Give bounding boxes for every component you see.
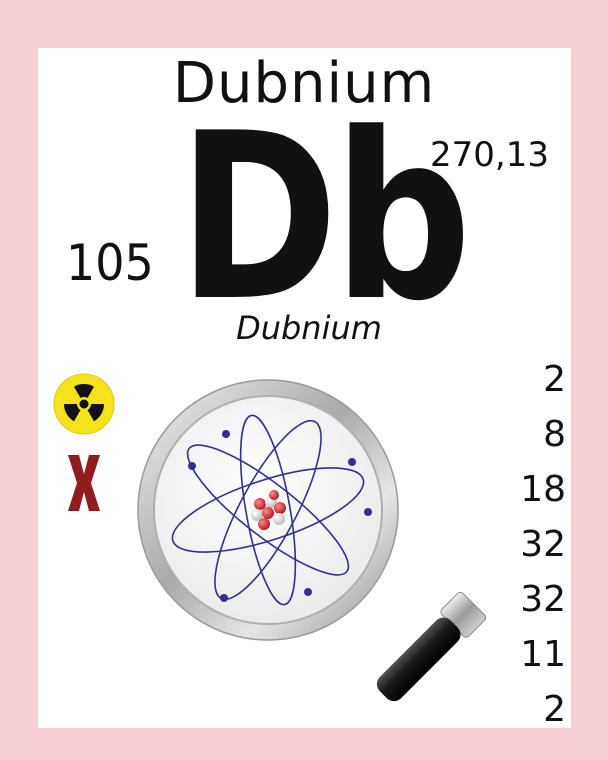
- radioactive-icon: [53, 373, 115, 435]
- shell-count: 2: [543, 689, 566, 730]
- electron-shells: 2 8 18 32 32 11 2: [486, 360, 566, 745]
- shell-count: 2: [543, 359, 566, 400]
- magnifying-glass-atom-icon: [137, 379, 487, 702]
- shell-count: 32: [520, 579, 566, 620]
- atomic-number: 105: [66, 234, 154, 292]
- shell-count: 11: [520, 634, 566, 675]
- atomic-mass: 270,13: [430, 135, 549, 175]
- element-symbol: Db: [178, 85, 472, 352]
- shell-count: 18: [520, 469, 566, 510]
- red-x-icon: [68, 455, 100, 511]
- shell-count: 8: [543, 414, 566, 455]
- element-name: Dubnium: [172, 51, 436, 116]
- shell-count: 32: [520, 524, 566, 565]
- latin-name: Dubnium: [236, 309, 382, 347]
